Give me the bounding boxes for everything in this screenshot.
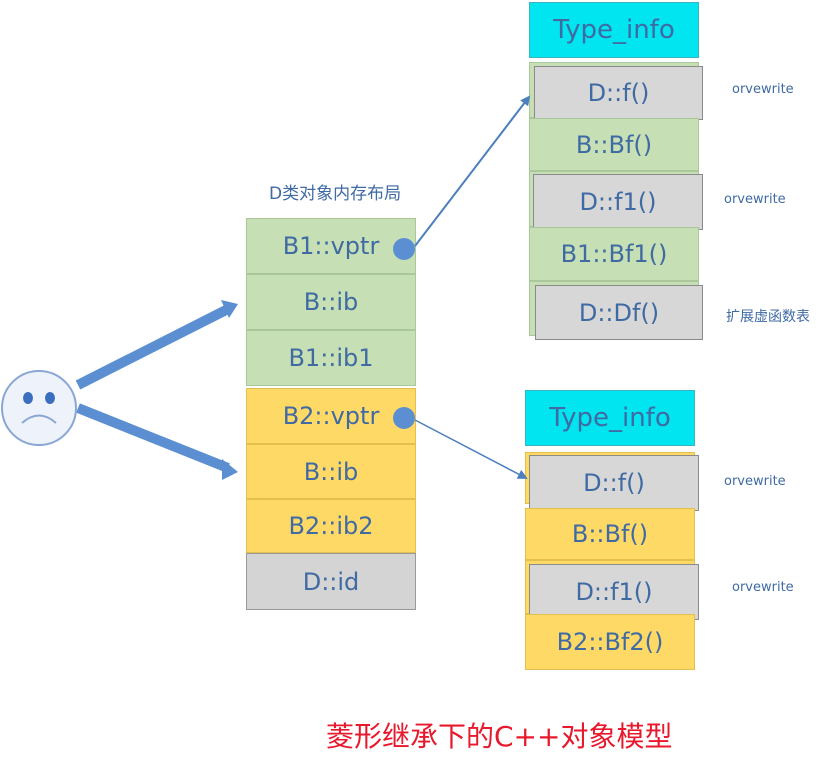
vtable1-entry-b1-bf1: B1::Bf1() xyxy=(529,227,699,281)
field-b1-ib1: B1::ib1 xyxy=(246,330,416,386)
field-b-ib-2: B::ib xyxy=(246,444,416,499)
arrow-to-b1-part xyxy=(75,300,238,390)
arrow-to-b2-part xyxy=(76,403,238,480)
vtable1-type-info: Type_info xyxy=(529,2,699,58)
vtable2-type-info: Type_info xyxy=(525,390,695,446)
note-override-4: orvewrite xyxy=(732,580,794,595)
field-d-id: D::id xyxy=(246,553,416,610)
field-b2-ib2: B2::ib2 xyxy=(246,499,416,553)
note-override-1: orvewrite xyxy=(732,82,794,97)
vtable1-entry-d-f: D::f() xyxy=(534,66,703,120)
layout-title: D类对象内存布局 xyxy=(269,184,402,204)
b1-vptr-dot xyxy=(393,238,415,260)
b1-vptr-arrow xyxy=(414,95,531,247)
vtable1-entry-b-bf: B::Bf() xyxy=(529,118,699,171)
note-extended-vtable: 扩展虚函数表 xyxy=(726,309,810,325)
vtable2-entry-b2-bf2: B2::Bf2() xyxy=(525,614,695,670)
field-b2-vptr: B2::vptr xyxy=(246,388,416,444)
b2-vptr-dot xyxy=(393,407,415,429)
vtable2-entry-d-f: D::f() xyxy=(529,455,699,511)
vtable2-entry-b-bf: B::Bf() xyxy=(525,508,695,560)
vtable1-entry-d-df: D::Df() xyxy=(535,285,703,340)
sad-face-icon xyxy=(1,370,77,446)
main-title: 菱形继承下的C++对象模型 xyxy=(326,720,673,753)
note-override-2: orvewrite xyxy=(724,192,786,207)
note-override-3: orvewrite xyxy=(724,474,786,489)
field-b-ib: B::ib xyxy=(246,274,416,330)
b2-vptr-arrow xyxy=(414,419,528,479)
vtable2-entry-d-f1: D::f1() xyxy=(529,564,699,620)
